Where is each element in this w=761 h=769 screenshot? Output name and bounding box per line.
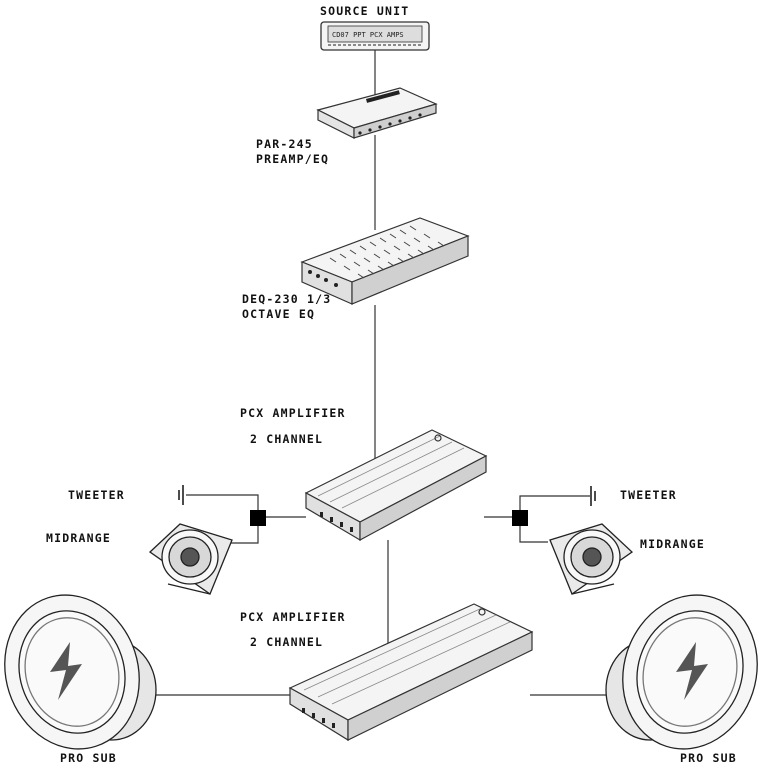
preamp-label-line1: PAR-245 (256, 137, 313, 151)
midrange-right-icon (549, 523, 634, 595)
wire-xover-right (519, 495, 590, 543)
amp1-device (304, 429, 488, 542)
sub-left-label: PRO SUB (60, 751, 117, 765)
preamp-label-line2: PREAMP/EQ (256, 152, 330, 166)
tweeter-right-label: TWEETER (620, 488, 677, 502)
sub-right-label: PRO SUB (680, 751, 737, 765)
preamp-device (316, 87, 438, 139)
amp1-label-line1: PCX AMPLIFIER (240, 406, 346, 420)
sub-left-icon (4, 594, 157, 750)
amp2-label-line2: 2 CHANNEL (250, 635, 324, 649)
amp1-label-line2: 2 CHANNEL (250, 432, 324, 446)
amp2-label-line1: PCX AMPLIFIER (240, 610, 346, 624)
source-unit-label: SOURCE UNIT (320, 4, 410, 18)
source-unit-display: CD07 PPT PCX AMPS (332, 31, 404, 39)
eq-device (300, 217, 470, 305)
tweeter-left-label: TWEETER (68, 488, 125, 502)
tweeter-left-icon (178, 485, 184, 505)
crossover-left (250, 510, 266, 526)
wire-xover-left (186, 494, 259, 544)
tweeter-right-icon (590, 486, 596, 506)
amp2-device (288, 603, 534, 742)
source-unit-device: CD07 PPT PCX AMPS (320, 21, 430, 51)
midrange-right-label: MIDRANGE (640, 537, 705, 551)
midrange-left-label: MIDRANGE (46, 531, 111, 545)
eq-label-line2: OCTAVE EQ (242, 307, 316, 321)
sub-right-icon (605, 594, 758, 750)
midrange-left-icon (148, 523, 233, 595)
eq-label-line1: DEQ-230 1/3 (242, 292, 332, 306)
crossover-right (512, 510, 528, 526)
